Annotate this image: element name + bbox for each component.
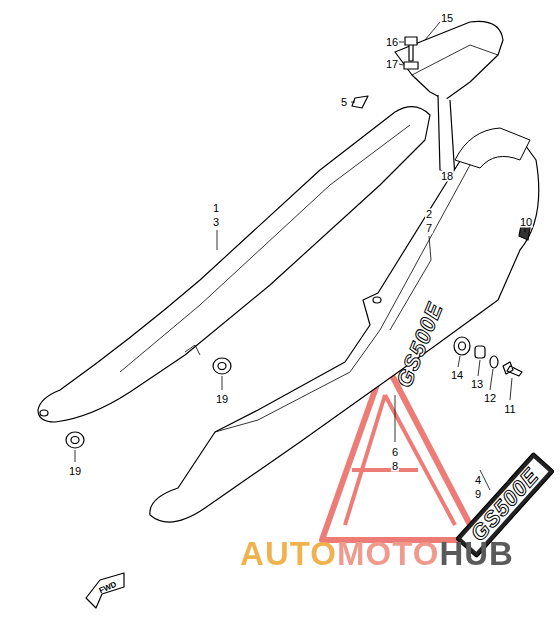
callout-number: 15: [440, 13, 454, 24]
callout-number: 13: [470, 379, 484, 390]
callout-number: 6: [391, 447, 399, 458]
watermark: AUTOMOTOHUB: [239, 537, 515, 570]
callout-number: 14: [450, 370, 464, 381]
callout-number: 7: [425, 223, 433, 234]
callout-number: 8: [391, 461, 399, 472]
callout-number: 16: [385, 37, 399, 48]
frame-cover-parts: [38, 21, 554, 608]
callout-number: 12: [483, 393, 497, 404]
callout-number: 3: [212, 217, 220, 228]
callout-number: 19: [215, 394, 229, 405]
callout-number: 19: [68, 466, 82, 477]
callout-number: 17: [385, 59, 399, 70]
leader-lines: [75, 22, 525, 490]
callout-number: 10: [519, 217, 533, 228]
callout-number: 2: [425, 209, 433, 220]
callout-number: 18: [440, 171, 454, 182]
callout-number: 5: [340, 97, 348, 108]
callout-number: 11: [503, 404, 516, 415]
callout-number: 4: [474, 475, 482, 486]
callout-number: 1: [212, 203, 220, 214]
callout-number: 9: [474, 489, 482, 500]
